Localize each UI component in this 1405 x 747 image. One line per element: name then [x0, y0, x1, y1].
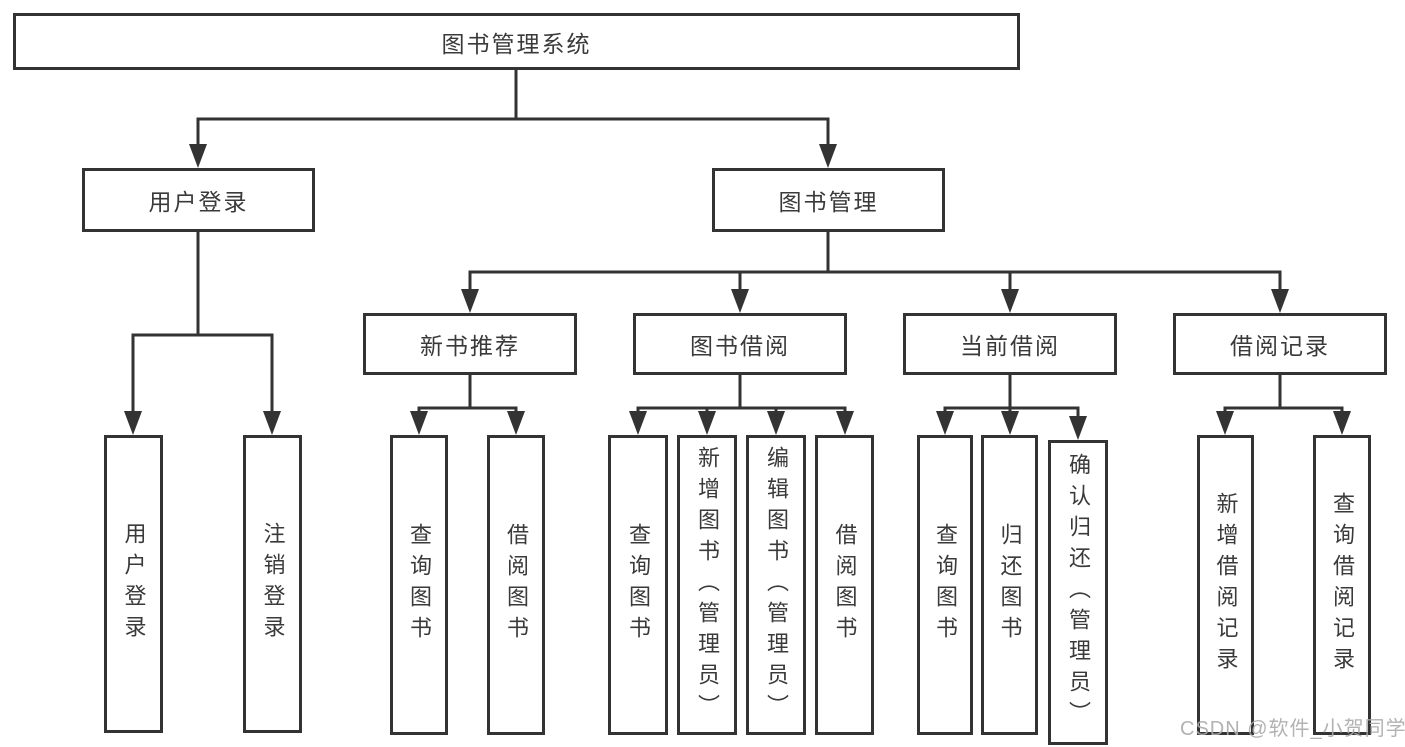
leaf-bb-edit-books-admin: 编辑图书（管理员） [746, 435, 806, 735]
leaf-bb-borrow-books: 借阅图书 [815, 435, 874, 735]
leaf-br-add-record-label: 新增借阅记录 [1213, 492, 1239, 678]
leaf-bb-query-books: 查询图书 [608, 435, 668, 735]
node-current-borrowing-label: 当前借阅 [960, 333, 1060, 359]
leaf-bb-add-books-admin-label: 新增图书（管理员） [695, 445, 720, 725]
node-book-management-label: 图书管理 [778, 189, 879, 215]
csdn-watermark: CSDN @软件_小贺同学 [1180, 718, 1405, 740]
leaf-logout-label: 注销登录 [260, 522, 286, 646]
node-user-login-label: 用户登录 [148, 189, 249, 215]
leaf-br-add-record: 新增借阅记录 [1197, 435, 1254, 735]
leaf-nb-borrow-books-label: 借阅图书 [504, 523, 529, 647]
leaf-cb-query-books: 查询图书 [917, 435, 973, 735]
leaf-bb-edit-books-admin-label: 编辑图书（管理员） [764, 445, 789, 725]
node-root-label: 图书管理系统 [441, 30, 592, 57]
node-current-borrowing: 当前借阅 [903, 313, 1117, 375]
leaf-cb-return-books: 归还图书 [981, 435, 1038, 735]
leaf-nb-query-books: 查询图书 [390, 435, 448, 735]
node-borrow-records: 借阅记录 [1173, 313, 1387, 375]
leaf-cb-return-books-label: 归还图书 [997, 523, 1023, 647]
node-book-borrowing: 图书借阅 [633, 313, 847, 375]
leaf-cb-confirm-return-admin-label: 确认归还（管理员） [1066, 453, 1091, 732]
leaf-nb-borrow-books: 借阅图书 [487, 435, 545, 735]
node-borrow-records-label: 借阅记录 [1230, 333, 1330, 359]
leaf-bb-query-books-label: 查询图书 [626, 523, 651, 647]
leaf-cb-confirm-return-admin: 确认归还（管理员） [1048, 440, 1108, 745]
leaf-user-login: 用户登录 [104, 435, 163, 733]
node-new-book-recommend: 新书推荐 [363, 313, 577, 375]
leaf-nb-query-books-label: 查询图书 [407, 523, 432, 647]
node-root: 图书管理系统 [13, 13, 1020, 70]
leaf-bb-borrow-books-label: 借阅图书 [832, 523, 858, 647]
node-book-management: 图书管理 [712, 168, 945, 232]
leaf-bb-add-books-admin: 新增图书（管理员） [677, 435, 737, 735]
node-user-login: 用户登录 [82, 168, 315, 232]
node-new-book-recommend-label: 新书推荐 [420, 333, 520, 359]
leaf-user-login-label: 用户登录 [121, 522, 147, 646]
node-book-borrowing-label: 图书借阅 [690, 333, 790, 359]
leaf-cb-query-books-label: 查询图书 [933, 523, 958, 647]
leaf-logout: 注销登录 [243, 435, 302, 733]
leaf-br-query-record: 查询借阅记录 [1313, 435, 1371, 735]
leaf-br-query-record-label: 查询借阅记录 [1330, 492, 1355, 678]
